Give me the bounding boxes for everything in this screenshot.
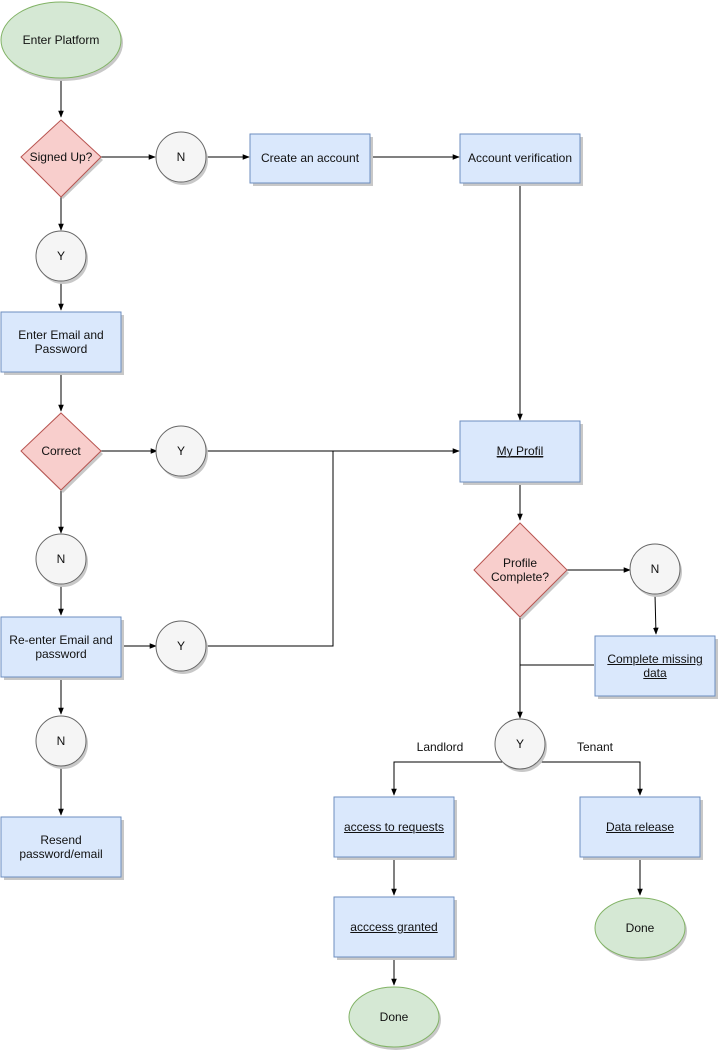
- node-reenter-label: Re-enter Email and password: [9, 633, 113, 661]
- edge-n-to-missing: [653, 594, 659, 635]
- node-y3: Y: [155, 620, 208, 674]
- node-reenter: Re-enter Email and password: [0, 616, 124, 680]
- node-resend-label: Resend password/email: [19, 833, 103, 861]
- node-access-granted[interactable]: acccess granted: [333, 896, 457, 960]
- node-enter-email-label: Enter Email and Password: [18, 328, 104, 356]
- node-enter-platform-label: Enter Platform: [23, 33, 100, 47]
- edge-y-to-requests: [391, 761, 520, 796]
- node-y2-label: Y: [177, 444, 185, 458]
- node-enter-email: Enter Email and Password: [0, 311, 124, 375]
- node-access-requests[interactable]: access to requests: [333, 796, 457, 860]
- node-y1-label: Y: [57, 249, 65, 263]
- node-n1: N: [155, 131, 208, 185]
- node-resend: Resend password/email: [0, 816, 124, 880]
- node-done-landlord-label: Done: [380, 1010, 409, 1024]
- node-n1-label: N: [177, 150, 186, 164]
- node-create-account-label: Create an account: [261, 151, 360, 165]
- edge-y-to-release: [520, 761, 643, 796]
- node-y2: Y: [155, 425, 208, 479]
- node-access-requests-label[interactable]: access to requests: [343, 820, 445, 834]
- node-done-tenant-label: Done: [626, 921, 655, 935]
- node-create-account: Create an account: [249, 133, 373, 186]
- edge-label-landlord: Landlord: [417, 740, 464, 754]
- node-n3: N: [629, 543, 682, 597]
- node-n4-label: N: [57, 734, 66, 748]
- node-signed-up: Signed Up?: [20, 119, 103, 199]
- node-done-landlord: Done: [348, 986, 441, 1050]
- node-complete-missing-label[interactable]: Complete missing data: [607, 652, 703, 680]
- node-profile-complete: Profile Complete?: [473, 522, 569, 620]
- node-n4: N: [35, 715, 88, 769]
- node-n2: N: [35, 533, 88, 587]
- node-correct: Correct: [20, 412, 103, 493]
- node-y4: Y: [494, 718, 547, 772]
- node-data-release[interactable]: Data release: [579, 796, 703, 860]
- node-enter-platform: Enter Platform: [0, 1, 123, 81]
- node-my-profil-label[interactable]: My Profil: [497, 444, 544, 458]
- node-correct-label: Correct: [41, 444, 81, 458]
- node-account-verification-label: Account verification: [468, 151, 572, 165]
- node-profile-complete-label: Profile Complete?: [490, 556, 550, 584]
- edges: [58, 80, 659, 986]
- node-access-granted-label[interactable]: acccess granted: [350, 920, 438, 934]
- node-my-profil[interactable]: My Profil: [459, 420, 583, 485]
- edge-y-merge-to-profil: [206, 451, 334, 647]
- node-done-tenant: Done: [594, 897, 687, 961]
- node-y3-label: Y: [177, 639, 185, 653]
- node-complete-missing[interactable]: Complete missing data: [594, 635, 718, 699]
- node-signed-up-label: Signed Up?: [30, 150, 93, 164]
- node-y1: Y: [35, 230, 88, 284]
- edge-label-tenant: Tenant: [577, 740, 614, 754]
- node-n3-label: N: [651, 562, 660, 576]
- node-n2-label: N: [57, 552, 66, 566]
- node-y4-label: Y: [516, 737, 524, 751]
- node-data-release-label[interactable]: Data release: [605, 820, 675, 834]
- node-account-verification: Account verification: [459, 133, 583, 186]
